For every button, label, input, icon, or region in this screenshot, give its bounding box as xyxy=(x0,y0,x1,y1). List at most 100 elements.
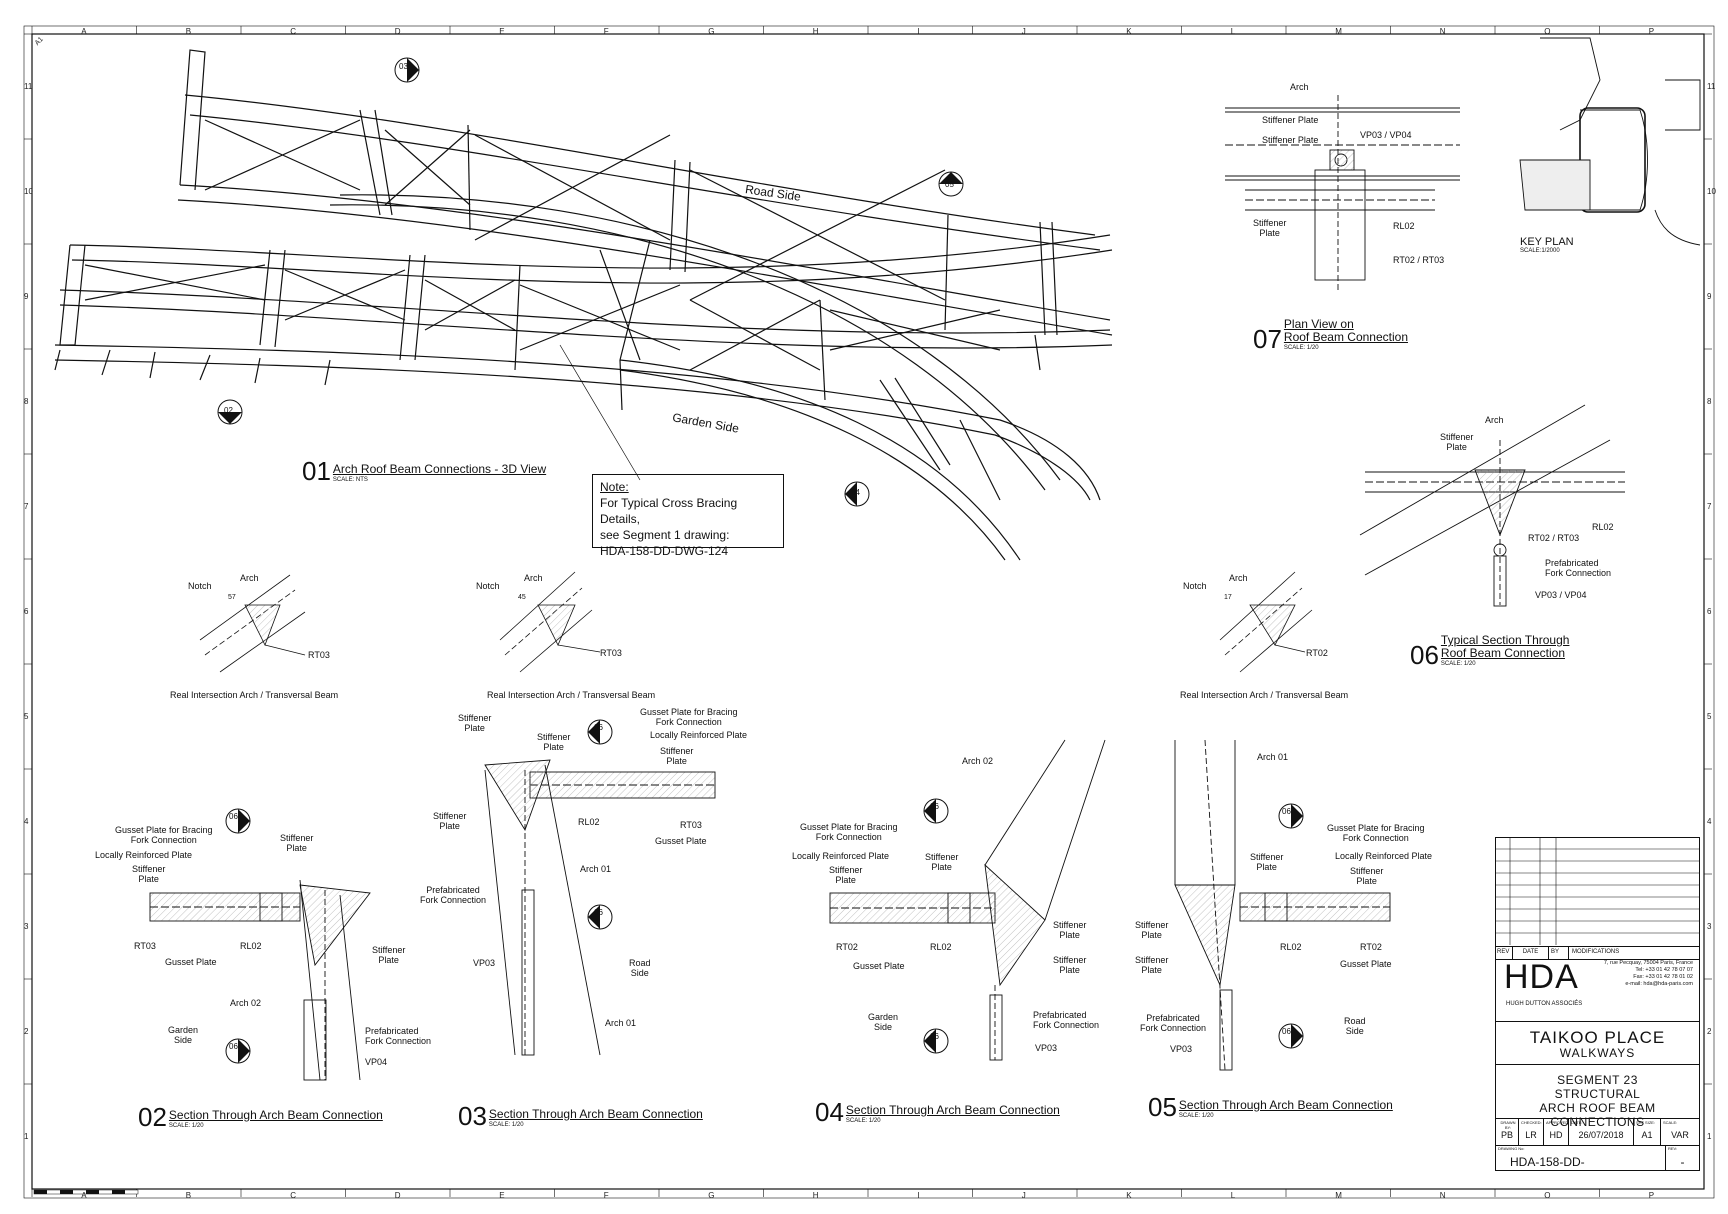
section-marker-03[interactable]: 03 xyxy=(393,56,421,84)
int-b-dim: 45 xyxy=(518,594,526,601)
grid-column-label: E xyxy=(499,27,505,36)
section-marker-04[interactable]: 04 xyxy=(843,480,871,508)
grid-column-label: C xyxy=(290,1191,297,1200)
intersection-detail-a xyxy=(199,574,306,673)
view05-section-detail xyxy=(1174,739,1391,1071)
s02-vp04: VP04 xyxy=(365,1057,388,1067)
s04-rt02: RT02 xyxy=(836,942,858,952)
grid-row-label: 11 xyxy=(24,81,33,91)
s02-arch02: Arch 02 xyxy=(230,998,262,1008)
grid-column-label: P xyxy=(1648,1191,1655,1200)
s04-gusset: Gusset Plate xyxy=(853,961,905,971)
grid-column-label: I xyxy=(917,27,920,36)
grid-column-label: L xyxy=(1230,1191,1236,1200)
grid-column-label: M xyxy=(1335,27,1342,36)
section-marker-06-e[interactable]: 06 xyxy=(922,797,950,825)
revision-header: REV DATE BY MODIFICATIONS xyxy=(1496,946,1699,960)
s03-rt03: RT03 xyxy=(680,820,702,830)
view01-3d-structure xyxy=(54,49,1113,561)
grid-row-label: 4 xyxy=(24,816,29,826)
v07-vp03-vp04: VP03 / VP04 xyxy=(1360,130,1412,140)
section-marker-06-c[interactable]: 06 xyxy=(586,718,614,746)
section-marker-06-g[interactable]: 06 xyxy=(1277,802,1305,830)
int-a-notch: Notch xyxy=(188,581,212,591)
section-marker-06-f[interactable]: 06 xyxy=(922,1027,950,1055)
s03-rl02: RL02 xyxy=(578,817,600,827)
grid-row-label: 10 xyxy=(24,186,33,196)
grid-column-label: M xyxy=(1335,1191,1342,1200)
outer-border xyxy=(23,25,1715,1199)
grid-column-label: J xyxy=(1021,27,1026,36)
grid-column-label: E xyxy=(499,1191,505,1200)
s02-locally-reinforced: Locally Reinforced Plate xyxy=(95,850,193,860)
section-marker-06-b[interactable]: 06 xyxy=(224,1037,252,1065)
s04-arch02: Arch 02 xyxy=(962,756,994,766)
int-a-caption: Real Intersection Arch / Transversal Bea… xyxy=(170,690,339,700)
v06-rt02-rt03: RT02 / RT03 xyxy=(1528,533,1580,543)
note-line-1: For Typical Cross Bracing Details, xyxy=(600,496,738,526)
grid-row-label: 6 xyxy=(1707,606,1712,616)
grid-column-label: C xyxy=(290,27,297,36)
int-b-notch: Notch xyxy=(476,581,500,591)
grid-row-label: 9 xyxy=(24,291,29,301)
v06-rl02: RL02 xyxy=(1592,522,1614,532)
section-marker-06-h[interactable]: 06 xyxy=(1277,1022,1305,1050)
s05-rl02: RL02 xyxy=(1280,942,1302,952)
company-logo: HDA xyxy=(1504,958,1579,996)
section-marker-06-d[interactable]: 06 xyxy=(586,903,614,931)
grid-column-label: N xyxy=(1439,1191,1446,1200)
scale-bar xyxy=(33,1189,139,1195)
section-marker-05[interactable]: 05 xyxy=(937,170,965,198)
grid-row-label: 10 xyxy=(1707,186,1716,196)
grid-row-label: 9 xyxy=(1707,291,1712,301)
grid-column-label: O xyxy=(1544,1191,1551,1200)
grid-row-label: 2 xyxy=(24,1026,29,1036)
company-full-name: HUGH DUTTON ASSOCIÉS xyxy=(1506,1001,1583,1007)
s04-vp03: VP03 xyxy=(1035,1043,1058,1053)
grid-column-label: D xyxy=(394,27,401,36)
grid-column-label: K xyxy=(1126,1191,1132,1200)
grid-column-label: G xyxy=(708,1191,715,1200)
s02-rl02: RL02 xyxy=(240,941,262,951)
grid-row-label: 3 xyxy=(1707,921,1712,931)
view04-section-detail xyxy=(829,739,1106,1061)
grid-column-label: L xyxy=(1230,27,1236,36)
grid-row-label: 1 xyxy=(1707,1131,1712,1141)
v07-rt02-rt03: RT02 / RT03 xyxy=(1393,255,1445,265)
grid-row-label: 6 xyxy=(24,606,29,616)
grid-column-label: P xyxy=(1648,27,1655,36)
v07-stiffener-plate-2: Stiffener Plate xyxy=(1262,135,1319,145)
section-marker-06-a[interactable]: 06 xyxy=(224,807,252,835)
s05-rt02: RT02 xyxy=(1360,942,1382,952)
grid-row-label: 7 xyxy=(1707,501,1712,511)
int-c-arch: Arch xyxy=(1229,573,1248,583)
grid-row-label: 7 xyxy=(24,501,29,511)
grid-column-label: A xyxy=(81,27,87,36)
int-a-dim: 57 xyxy=(228,594,236,601)
intersection-detail-b xyxy=(499,571,601,673)
section-marker-02[interactable]: 02 xyxy=(216,398,244,426)
int-b-beam: RT03 xyxy=(600,648,622,658)
title-block: REV DATE BY MODIFICATIONS HDA HUGH DUTTO… xyxy=(1495,837,1700,1171)
grid-column-label: G xyxy=(708,27,715,36)
grid-column-label: F xyxy=(603,27,609,36)
note-box: Note: For Typical Cross Bracing Details,… xyxy=(592,474,784,558)
s05-vp03: VP03 xyxy=(1170,1044,1193,1054)
grid-row-label: 5 xyxy=(1707,711,1712,721)
s04-locally-reinforced: Locally Reinforced Plate xyxy=(792,851,890,861)
